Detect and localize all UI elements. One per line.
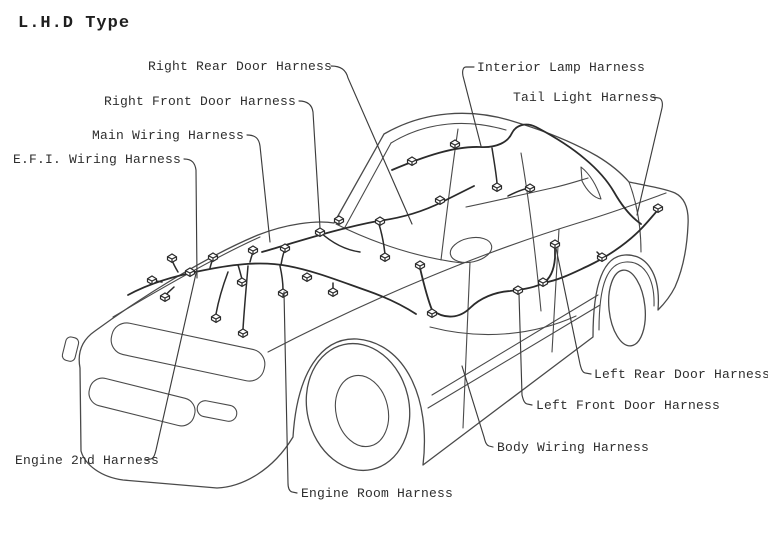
label-engine-room-harness: Engine Room Harness xyxy=(301,486,454,501)
label-main-wiring-harness: Main Wiring Harness xyxy=(92,128,245,143)
connector-icon xyxy=(314,227,326,237)
label-right-rear-door-harness: Right Rear Door Harness xyxy=(148,59,333,74)
leader-body-wiring-harness xyxy=(461,365,494,448)
leader-main-wiring-harness xyxy=(246,134,271,243)
connector-icon xyxy=(210,313,222,323)
connector-icon xyxy=(406,156,418,166)
label-interior-lamp-harness: Interior Lamp Harness xyxy=(477,60,646,75)
connector-icon xyxy=(301,272,313,282)
leader-engine-room-harness xyxy=(283,291,298,494)
label-engine-2nd-harness: Engine 2nd Harness xyxy=(15,453,160,468)
connector-icon xyxy=(524,183,536,193)
connector-icon xyxy=(374,216,386,226)
connector-icon xyxy=(207,252,219,262)
connector-icon xyxy=(549,239,561,249)
leader-tail-light-harness xyxy=(636,96,663,216)
connector-icon xyxy=(434,195,446,205)
leader-right-rear-door-harness xyxy=(330,65,413,225)
connector-icon xyxy=(236,277,248,287)
connector-icon xyxy=(333,215,345,225)
label-efi-wiring-harness: E.F.I. Wiring Harness xyxy=(13,152,182,167)
connector-icon xyxy=(166,253,178,263)
leader-left-front-door-harness xyxy=(518,293,533,406)
connector-icon xyxy=(414,260,426,270)
wiring-harness-lines xyxy=(127,123,659,330)
label-body-wiring-harness: Body Wiring Harness xyxy=(497,440,650,455)
leader-efi-wiring-harness xyxy=(183,158,198,279)
label-left-rear-door-harness: Left Rear Door Harness xyxy=(594,367,768,382)
connector-icon xyxy=(327,287,339,297)
leader-right-front-door-harness xyxy=(298,100,321,229)
connector-icon xyxy=(247,245,259,255)
connector-icon xyxy=(184,267,196,277)
page-title: L.H.D Type xyxy=(18,14,131,33)
connector-icon xyxy=(512,285,524,295)
connector-icon xyxy=(537,277,549,287)
connector-icon xyxy=(491,182,503,192)
connector-icon xyxy=(237,328,249,338)
label-right-front-door-harness: Right Front Door Harness xyxy=(104,94,297,109)
connector-icon xyxy=(379,252,391,262)
leader-left-rear-door-harness xyxy=(555,247,592,375)
car-body-outline xyxy=(61,112,689,489)
label-tail-light-harness: Tail Light Harness xyxy=(513,90,658,105)
leader-lines xyxy=(144,65,663,494)
connector-icon xyxy=(596,252,608,262)
connector-icon xyxy=(449,139,461,149)
connector-icon xyxy=(279,243,291,253)
connector-icon xyxy=(277,288,289,298)
connector-icon xyxy=(426,308,438,318)
leader-interior-lamp-harness xyxy=(462,66,482,147)
connector-icon xyxy=(652,203,664,213)
connector-icon xyxy=(159,292,171,302)
leader-engine-2nd-harness xyxy=(144,268,198,461)
connector-icon xyxy=(146,275,158,285)
label-left-front-door-harness: Left Front Door Harness xyxy=(536,398,721,413)
